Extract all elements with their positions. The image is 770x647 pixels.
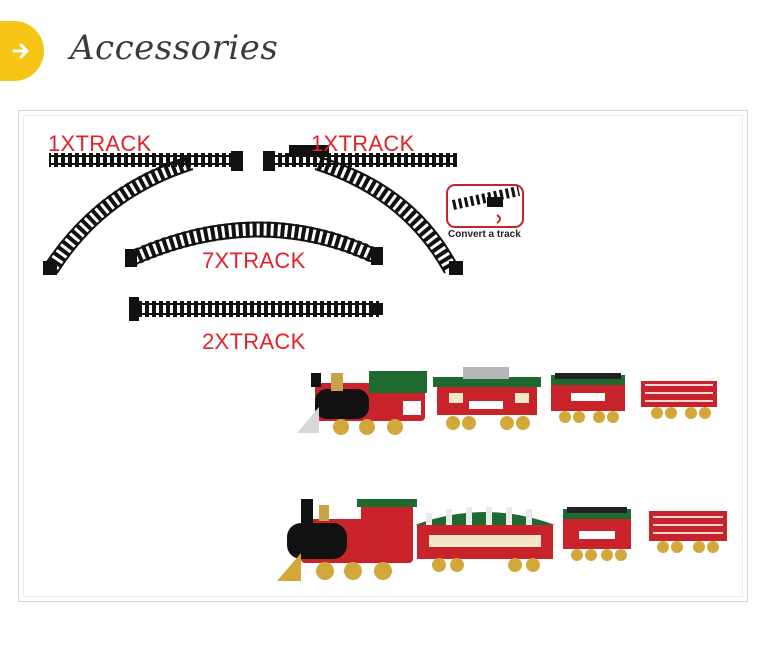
locomotive: [297, 371, 427, 435]
cargo-car: [649, 511, 727, 553]
straight-track-label: 2XTRACK: [202, 329, 306, 354]
product-image-frame: 1XTRACK 1XTRACK 7XTRACK 2XTRACK Convert …: [18, 110, 748, 602]
section-badge: [0, 21, 44, 81]
convert-track-inset: [446, 184, 524, 228]
curved-track-label: 7XTRACK: [202, 248, 306, 273]
train-set-upper: [297, 367, 717, 435]
switch-track-right: [263, 145, 463, 275]
convert-track-label: Convert a track: [448, 229, 521, 240]
section-title: Accessories: [70, 28, 279, 68]
switch-track-left: [43, 151, 243, 275]
arrow-right-icon: [12, 43, 29, 59]
cargo-car: [641, 381, 717, 419]
switch-track-left-label: 1XTRACK: [48, 131, 152, 156]
locomotive: [277, 499, 417, 581]
curved-track: [125, 221, 383, 267]
product-image-inner-border: [23, 115, 743, 597]
straight-track: [129, 297, 383, 321]
train-set-lower: [277, 499, 727, 581]
coal-car: [563, 507, 631, 561]
switch-track-right-label: 1XTRACK: [311, 131, 415, 156]
coal-car: [551, 373, 625, 423]
product-image: [43, 145, 727, 581]
passenger-car: [433, 367, 541, 430]
section-header: Accessories: [0, 0, 770, 100]
passenger-car: [415, 507, 555, 572]
